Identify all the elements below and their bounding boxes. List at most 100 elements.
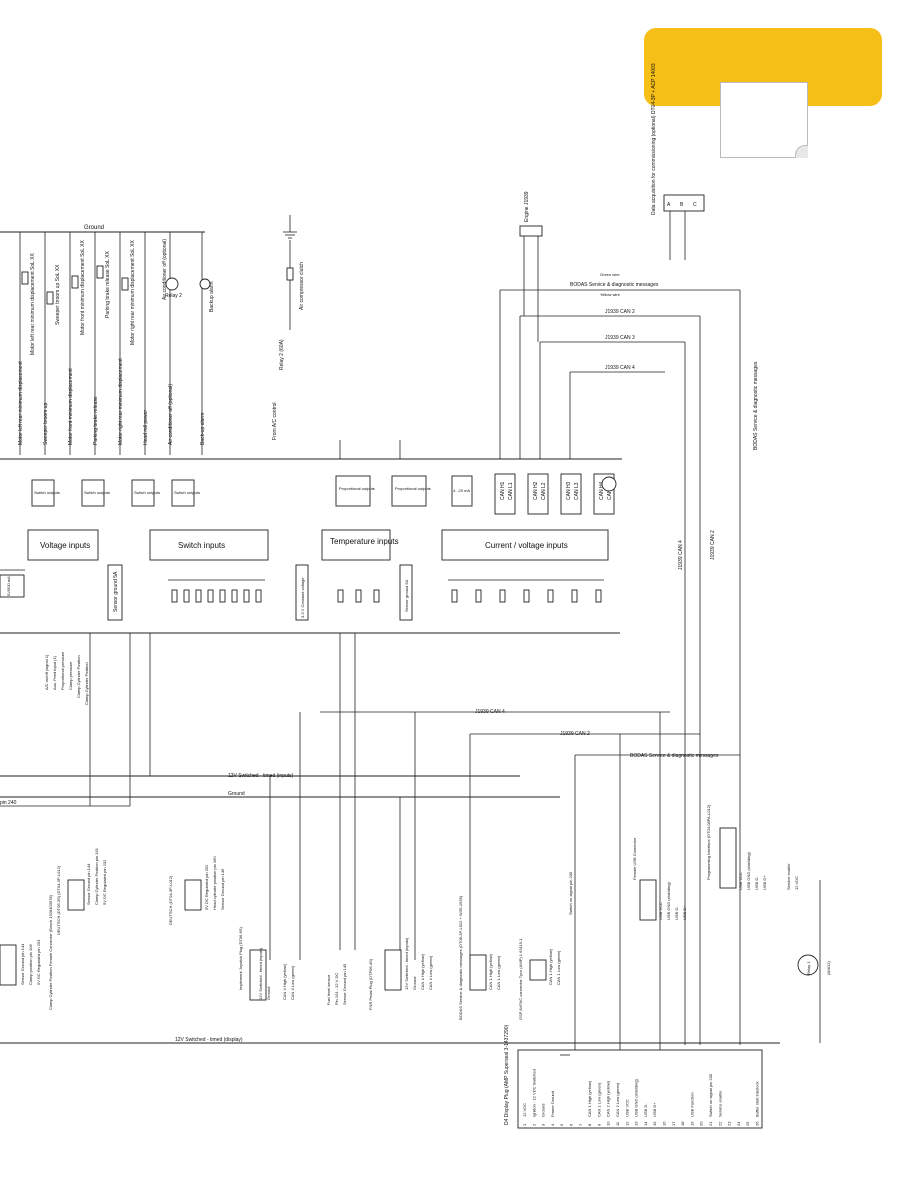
display-pin-number: 6 <box>569 1123 574 1126</box>
svg-text:Motor left rear minimum displa: Motor left rear minimum displacement SoL… <box>30 253 36 355</box>
display-pin-number: 25 <box>745 1121 750 1126</box>
svg-text:Yellow wire: Yellow wire <box>600 292 621 297</box>
svg-text:Ground: Ground <box>266 987 271 1000</box>
display-pin-label: CAN 2 High (yellow) <box>606 1080 611 1117</box>
svg-text:USB GND (shielding): USB GND (shielding) <box>746 852 751 890</box>
svg-text:5V DC Regulated pin 232: 5V DC Regulated pin 232 <box>102 859 107 905</box>
gsp-connector: CAN 1 High (yellow) CAN 1 Low (green) GS… <box>518 871 573 1020</box>
svg-text:Sensor Ground pin 146: Sensor Ground pin 146 <box>220 868 225 910</box>
svg-text:(8/4/12): (8/4/12) <box>826 961 831 975</box>
display-pin-label: Frame Ground <box>550 1091 555 1117</box>
svg-text:J1939 CAN 4: J1939 CAN 4 <box>605 365 635 371</box>
svg-text:12V Switched - timed (inputs): 12V Switched - timed (inputs) <box>228 773 294 779</box>
svg-text:Switch on signal pin 200: Switch on signal pin 200 <box>568 871 573 915</box>
svg-text:Air conditioner off (optional): Air conditioner off (optional) <box>162 239 168 300</box>
svg-text:A/C on/off (signal 1): A/C on/off (signal 1) <box>44 654 49 690</box>
display-pin-number: 3 <box>541 1123 546 1126</box>
svg-text:Switch outputs: Switch outputs <box>84 490 110 495</box>
svg-text:Relay 2: Relay 2 <box>165 293 182 299</box>
svg-text:USB GND (shielding): USB GND (shielding) <box>666 882 671 920</box>
svg-text:Sensor Ground pin 145: Sensor Ground pin 145 <box>342 963 347 1005</box>
svg-text:DEUTSCH (DT06-3S) (DT04-3P-L01: DEUTSCH (DT06-3S) (DT04-3P-L012) <box>56 865 61 935</box>
svg-text:C: C <box>693 202 697 208</box>
svg-text:CAN 1 Low (green): CAN 1 Low (green) <box>496 955 501 990</box>
bodas-plug: CAN 1 High (yellow) CAN 1 Low (green) BO… <box>458 895 501 1020</box>
svg-text:Aux. Feed input (1): Aux. Feed input (1) <box>52 655 57 690</box>
svg-text:Sensor Ground pin 144: Sensor Ground pin 144 <box>86 863 91 905</box>
svg-text:Proportional outputs: Proportional outputs <box>339 486 375 491</box>
display-pin-label: USB Function <box>689 1092 694 1117</box>
svg-text:CAN H4: CAN H4 <box>599 481 605 500</box>
svg-text:3.3 V Constant voltage: 3.3 V Constant voltage <box>300 577 305 618</box>
svg-text:Voltage inputs: Voltage inputs <box>40 541 90 550</box>
switch-output-boxes: Switch outputs Switch outputs Switch out… <box>31 479 200 507</box>
display-pin-number: 13 <box>634 1121 639 1126</box>
svg-text:Air compressor clutch: Air compressor clutch <box>299 262 305 310</box>
programming-interface: USB VCC USB GND (shielding) USB D- USB D… <box>706 804 799 890</box>
relay-coil-icon <box>797 954 819 976</box>
display-pin-number: 26 <box>755 1121 760 1126</box>
svg-text:B: B <box>680 202 684 208</box>
page-note-icon <box>720 82 808 158</box>
svg-text:CAN H3: CAN H3 <box>566 481 572 500</box>
solenoid-coils <box>21 265 211 305</box>
display-pin-number: 2 <box>531 1123 536 1126</box>
svg-text:CAN 1 High (yellow): CAN 1 High (yellow) <box>548 948 553 985</box>
svg-text:Sensor ground 5A: Sensor ground 5A <box>404 579 409 612</box>
svg-text:Motor left rear minimum displa: Motor left rear minimum displacement <box>18 361 24 445</box>
display-pin-number: 15 <box>652 1121 657 1126</box>
display-pin-label: USB D- <box>643 1103 648 1117</box>
svg-text:12V Switched - timed (display): 12V Switched - timed (display) <box>175 1037 243 1043</box>
resistor-icon <box>121 277 129 291</box>
svg-text:Data acquisition for commissio: Data acquisition for commissioning (opti… <box>651 63 657 215</box>
svg-text:Motor right rear minimum displ: Motor right rear minimum displacement <box>118 358 124 445</box>
temperature-inputs: 3.3 V Constant voltage Sensor ground 5A <box>295 564 413 621</box>
resistor-icon <box>96 265 104 279</box>
joystick-plug: 12V Switched - timed (inputs) Ground CAN… <box>238 926 295 1001</box>
svg-text:J1939 CAN 4: J1939 CAN 4 <box>678 540 684 570</box>
display-pin-number: 17 <box>671 1121 676 1126</box>
svg-text:BODAS Service & diagnostic mes: BODAS Service & diagnostic messages <box>570 282 659 288</box>
svg-text:Backup alarm: Backup alarm <box>209 281 215 312</box>
svg-text:Head roll power: Head roll power <box>143 410 149 445</box>
svg-text:J1939 CAN 2: J1939 CAN 2 <box>605 309 635 315</box>
top-load-labels: Motor left rear minimum displacement SoL… <box>30 239 215 355</box>
fuel-sensor: Fuel level sensor Pin 101 - 12 V DC Sens… <box>326 963 347 1005</box>
svg-text:5V DC Regulated pin 252: 5V DC Regulated pin 252 <box>204 864 209 910</box>
current-inputs <box>448 579 604 603</box>
input-rail: 5V/500 mA <box>0 569 620 634</box>
input-boxes: Voltage inputs Switch inputs Temperature… <box>27 529 609 561</box>
svg-text:Engine J1939: Engine J1939 <box>524 191 530 222</box>
display-pin-label: CAN 1 Low (green) <box>596 1082 601 1117</box>
display-pin-number: 24 <box>736 1121 741 1126</box>
svg-text:Sweeper broom up: Sweeper broom up <box>43 403 49 445</box>
display-pin-label: Buffer start interlock <box>755 1082 760 1118</box>
svg-text:Current / voltage inputs: Current / voltage inputs <box>485 541 568 550</box>
svg-text:CAN 4 High (yellow): CAN 4 High (yellow) <box>282 963 287 1000</box>
svg-text:Sweeper broom up SoL XX: Sweeper broom up SoL XX <box>55 264 61 325</box>
svg-text:Motor front minimum displaceme: Motor front minimum displacement SoL XX <box>80 239 86 335</box>
switch-output-wires <box>19 232 203 455</box>
top-ground-bus: Ground <box>0 225 205 233</box>
svg-text:From A/C control: From A/C control <box>272 402 278 440</box>
svg-text:BODAS Service & diagnostic mes: BODAS Service & diagnostic messages <box>753 361 759 450</box>
display-pin-number: 20 <box>699 1121 704 1126</box>
svg-text:USB D+: USB D+ <box>682 905 687 920</box>
display-pin-label: 12 VDC <box>522 1103 527 1117</box>
connector-icon <box>601 476 617 492</box>
resistor-icon <box>286 267 294 281</box>
can-pin-blocks: CAN H1 CAN L1 CAN H2 CAN L2 CAN H3 CAN L… <box>494 473 617 515</box>
svg-text:J1939 CAN 3: J1939 CAN 3 <box>605 335 635 341</box>
display-pin-number: 23 <box>727 1121 732 1126</box>
svg-text:Clamp pressure: Clamp pressure <box>68 661 73 690</box>
svg-text:J1939 CAN 4: J1939 CAN 4 <box>475 709 505 715</box>
svg-text:GSP AVFAC connector Tyco (AMP): GSP AVFAC connector Tyco (AMP) 1 63115-1 <box>518 938 523 1020</box>
display-pin-number: 4 <box>550 1123 555 1126</box>
svg-text:Switch inputs: Switch inputs <box>178 541 225 550</box>
svg-text:Clamp Cylinder Position pin 16: Clamp Cylinder Position pin 161 <box>94 847 99 905</box>
svg-text:CAN 4 High (yellow): CAN 4 High (yellow) <box>420 953 425 990</box>
data-acq-connector: A B C Data acquisition for commissioning… <box>651 63 705 260</box>
relay-coil-icon <box>165 277 179 291</box>
left-connector: Sensor Ground pin 144 Clamp position pin… <box>0 894 53 1010</box>
